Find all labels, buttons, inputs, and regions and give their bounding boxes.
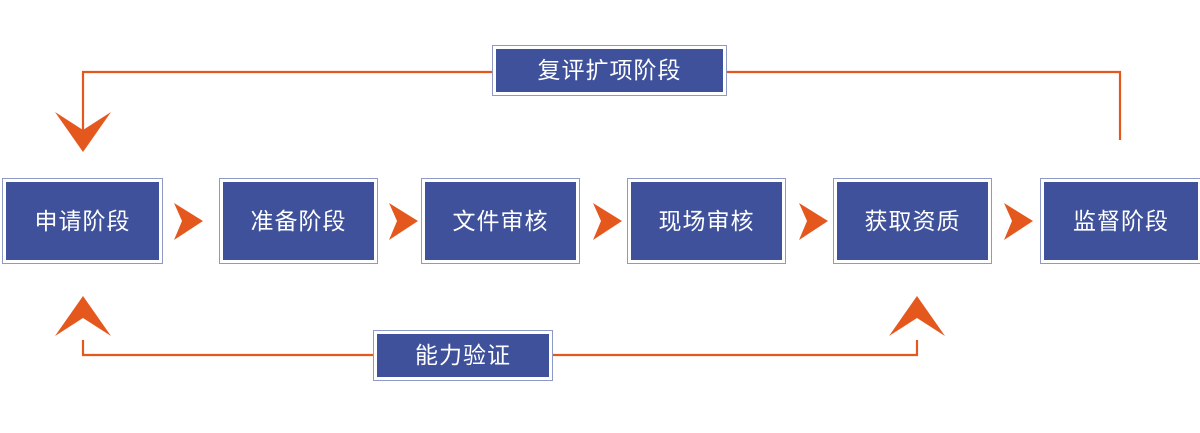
chevron-right-icon-4 bbox=[799, 203, 828, 240]
proficiency-stage-label: 能力验证 bbox=[415, 342, 511, 368]
stage-fill-doc-review: 文件审核 bbox=[425, 182, 576, 260]
stage-box-apply[interactable]: 申请阶段 bbox=[2, 178, 163, 264]
stage-box-supervise[interactable]: 监督阶段 bbox=[1040, 178, 1200, 264]
stage-label-get-cert: 获取资质 bbox=[864, 207, 961, 234]
down-arrow-icon bbox=[55, 112, 111, 152]
stage-label-prepare: 准备阶段 bbox=[250, 207, 347, 234]
stage-box-prepare[interactable]: 准备阶段 bbox=[219, 178, 378, 264]
up-arrow-right-icon bbox=[889, 296, 945, 336]
chevron-right-icon-3 bbox=[593, 203, 622, 240]
stage-label-supervise: 监督阶段 bbox=[1073, 207, 1169, 234]
reassessment-stage-fill: 复评扩项阶段 bbox=[496, 49, 723, 92]
stage-box-site-audit[interactable]: 现场审核 bbox=[627, 178, 786, 264]
stage-box-get-cert[interactable]: 获取资质 bbox=[833, 178, 992, 264]
stage-label-apply: 申请阶段 bbox=[34, 207, 131, 234]
stage-fill-prepare: 准备阶段 bbox=[223, 182, 374, 260]
chevron-right-icon-2 bbox=[389, 203, 418, 240]
proficiency-stage-fill: 能力验证 bbox=[377, 334, 549, 377]
proficiency-stage-box[interactable]: 能力验证 bbox=[373, 330, 553, 381]
stage-label-site-audit: 现场审核 bbox=[658, 207, 755, 234]
chevron-right-icon-5 bbox=[1004, 203, 1033, 240]
stage-fill-apply: 申请阶段 bbox=[6, 182, 159, 260]
stage-fill-get-cert: 获取资质 bbox=[837, 182, 988, 260]
stage-fill-supervise: 监督阶段 bbox=[1044, 182, 1198, 260]
stage-box-doc-review[interactable]: 文件审核 bbox=[421, 178, 580, 264]
stage-label-doc-review: 文件审核 bbox=[452, 207, 549, 234]
reassessment-stage-box[interactable]: 复评扩项阶段 bbox=[492, 45, 727, 96]
up-arrow-left-icon bbox=[55, 296, 111, 336]
stage-fill-site-audit: 现场审核 bbox=[631, 182, 782, 260]
reassessment-stage-label: 复评扩项阶段 bbox=[537, 57, 682, 83]
chevron-right-icon-1 bbox=[174, 203, 203, 240]
